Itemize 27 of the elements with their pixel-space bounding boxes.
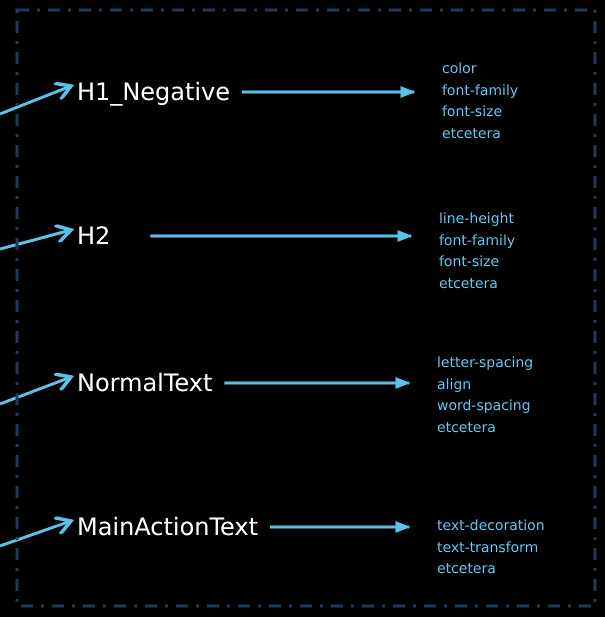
arrow — [242, 86, 416, 98]
style-name: NormalText — [77, 369, 212, 397]
arrow — [0, 516, 73, 548]
property-name: word-spacing — [437, 397, 532, 416]
property-name: align — [437, 376, 472, 394]
property-name: etcetera — [437, 418, 497, 438]
arrow — [0, 81, 73, 116]
arrow — [224, 377, 410, 389]
arrow — [0, 372, 73, 406]
property-name: font-size — [439, 253, 500, 272]
arrow — [150, 230, 412, 242]
style-name: H2 — [77, 222, 110, 250]
arrow — [0, 223, 73, 250]
property-name: etcetera — [439, 274, 499, 294]
property-name: etcetera — [437, 560, 497, 579]
property-name: font-size — [442, 103, 504, 122]
arrow — [270, 521, 410, 533]
style-name: MainActionText — [77, 513, 258, 541]
property-name: font-family — [439, 232, 516, 250]
style-name: H1_Negative — [77, 78, 230, 106]
property-name: color — [442, 60, 478, 79]
property-name: letter-spacing — [437, 354, 534, 373]
property-name: font-family — [442, 82, 518, 100]
property-name: line-height — [439, 210, 515, 229]
property-name: text-decoration — [437, 517, 545, 536]
property-name: text-transform — [437, 538, 540, 558]
property-name: etcetera — [442, 124, 502, 144]
